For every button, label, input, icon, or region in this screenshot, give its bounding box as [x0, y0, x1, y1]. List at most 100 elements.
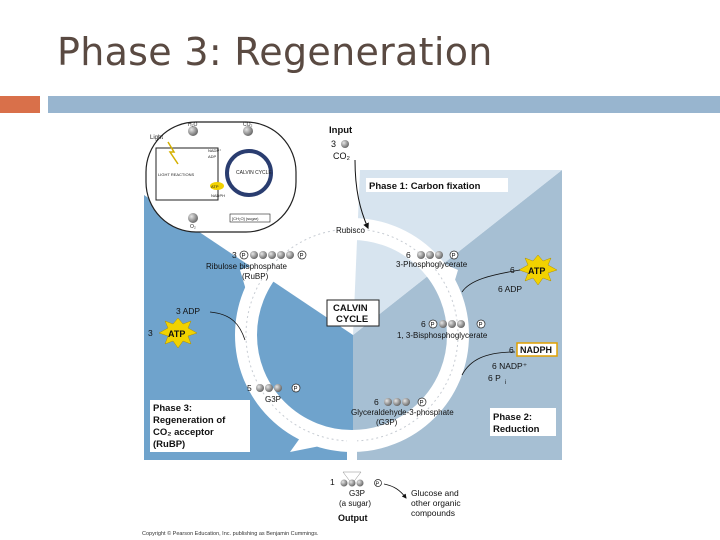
accent-bar-blue: [48, 96, 720, 113]
glucose-line-3: compounds: [411, 508, 455, 518]
glucose-line-2: other organic: [411, 498, 461, 508]
phase2-line-2: Reduction: [493, 424, 540, 435]
glucose-line-1: Glucose and: [411, 488, 459, 498]
rubp-molecule: 3 P P: [232, 250, 307, 260]
calvin-cycle-ring: [225, 149, 273, 197]
output-count: 1: [330, 477, 335, 487]
pi-out: 6 P: [488, 373, 501, 383]
nadph-arrow: [461, 351, 516, 376]
g3p-right-count: 6: [374, 397, 379, 407]
nadp-out: 6 NADP⁺: [492, 361, 528, 371]
phosphate-symbol-7: P: [420, 401, 424, 407]
inset-diagram: Light H₂O CO₂ NADP⁺ ADP LIGHT REACTIONS …: [145, 121, 297, 233]
phosphate-symbol-5: P: [479, 323, 483, 329]
sugar-box: [229, 213, 271, 223]
phosphate-symbol-6: P: [294, 387, 298, 393]
co2-molecule-icon: [243, 126, 253, 136]
rubp-count: 3: [232, 250, 237, 260]
inset-adp: ADP: [208, 154, 217, 159]
rubp-name: Ribulose bisphosphate: [206, 262, 287, 271]
output-title: Output: [338, 513, 368, 523]
phase2-label-box: [490, 408, 556, 436]
phase3-label-box: [150, 400, 250, 452]
nadph-label: NADPH: [520, 345, 552, 355]
bpg-molecule: 6 P P: [421, 319, 486, 329]
h2o-molecule-icon: [188, 126, 198, 136]
cycle-arrowhead-right: [440, 262, 458, 290]
g3p-left-count: 5: [247, 383, 252, 393]
inset-co2: CO₂: [243, 122, 253, 128]
phosphate-symbol-3: P: [452, 254, 456, 260]
inset-light-reactions: LIGHT REACTIONS: [158, 172, 194, 177]
input-count: 3: [331, 139, 336, 149]
phase3-line-4: (RuBP): [153, 439, 185, 450]
atp-regen-label: ATP: [168, 329, 185, 339]
phosphate-symbol-2: P: [300, 254, 304, 260]
accent-bar-orange: [0, 96, 40, 113]
adp-out: 6 ADP: [498, 284, 522, 294]
atp-in-burst: [518, 254, 558, 286]
rubp-abbr: (RuBP): [242, 272, 269, 281]
output-bead-3: [356, 479, 364, 487]
g3p-right-name: Glyceraldehyde-3-phosphate: [351, 408, 454, 417]
regen-arrow: [209, 311, 246, 341]
output-phosphate: [374, 479, 382, 487]
input-molecule: CO₂: [333, 151, 351, 161]
light-reactions-box: [155, 147, 219, 201]
phase1-label: Phase 1: Carbon fixation: [369, 181, 481, 192]
bpg-name: 1, 3-Bisphosphoglycerate: [397, 331, 488, 340]
inset-h2o: H₂O: [188, 122, 198, 128]
nadph-box: [516, 342, 558, 357]
g3p-right-abbr: (G3P): [376, 418, 398, 427]
phase3-line-3: CO₂ acceptor: [153, 427, 214, 438]
o2-molecule-icon: [188, 213, 198, 223]
inset-nadp: NADP⁺: [208, 148, 221, 153]
cycle-arrowhead-left: [240, 262, 262, 290]
atp-in-label: ATP: [528, 266, 545, 276]
output-bead-1: [340, 479, 348, 487]
atp-regen-count: 3: [148, 328, 153, 338]
phase2-line-1: Phase 2:: [493, 412, 532, 423]
copyright: Copyright © Pearson Education, Inc. publ…: [142, 530, 319, 537]
co2-bead: [341, 140, 349, 148]
inset-atp: ATP: [211, 184, 219, 189]
input-arrow: [354, 159, 369, 230]
pga-molecule: 6 P: [406, 250, 459, 260]
inset-cho: [CH₂O] (sugar): [232, 216, 259, 221]
output-desc: (a sugar): [339, 499, 371, 508]
nadph-count: 6: [509, 345, 514, 355]
atp-in-count: 6: [510, 265, 515, 275]
phosphate-symbol-4: P: [431, 323, 435, 329]
phase3-line-2: Regeneration of: [153, 415, 226, 426]
phase1-label-box: [366, 178, 508, 192]
atp-in-arrow: [461, 269, 521, 293]
output-name: G3P: [349, 489, 365, 498]
inset-calvin-cycle: CALVIN CYCLE: [236, 170, 272, 176]
slide-title: Phase 3: Regeneration: [57, 30, 493, 74]
g3p-left-label: G3P: [265, 395, 281, 404]
center-label-2: CYCLE: [336, 314, 368, 325]
inset-atp-burst: [210, 182, 224, 190]
output-arrowhead: [342, 471, 362, 485]
rubisco-label: Rubisco: [336, 226, 365, 235]
output-bead-2: [348, 479, 356, 487]
pga-name: 3-Phosphoglycerate: [396, 260, 468, 269]
glucose-arrow: [383, 483, 407, 499]
center-box: [326, 299, 380, 327]
atp-regen-burst: [158, 317, 198, 349]
g3p-right-molecule: 6 P: [374, 397, 427, 407]
pga-count: 6: [406, 250, 411, 260]
adp-regen: 3 ADP: [176, 306, 200, 316]
input-title: Input: [329, 125, 353, 136]
g3p-left-molecule: 5 P: [247, 383, 301, 393]
inset-o2: O₂: [190, 224, 196, 230]
inset-light: Light: [150, 135, 163, 141]
phosphate-symbol-8: P: [376, 482, 380, 488]
phase3-line-1: Phase 3:: [153, 403, 192, 414]
center-label-1: CALVIN: [333, 303, 368, 314]
pi-subscript: i: [505, 380, 506, 386]
bpg-count: 6: [421, 319, 426, 329]
phosphate-symbol-1: P: [242, 254, 246, 260]
cycle-arrowhead-bottom: [290, 438, 320, 452]
